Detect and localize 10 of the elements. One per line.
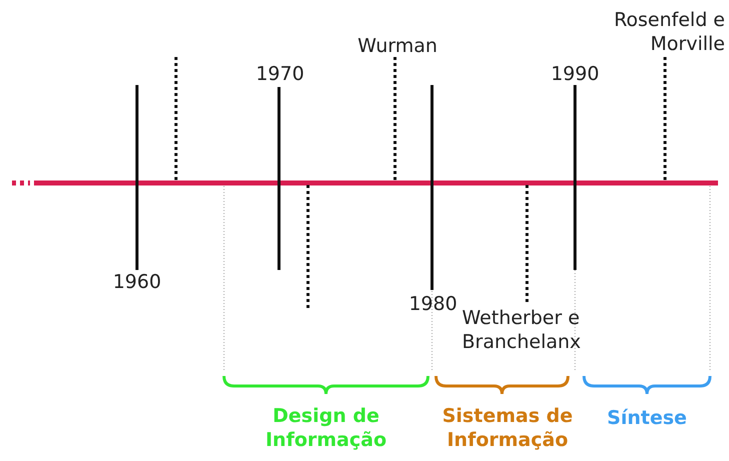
event-label: Rosenfeld e Morville [612,8,725,56]
year-label: 1960 [112,270,162,294]
period-label: Síntese [606,406,688,430]
year-label: 1970 [254,62,306,86]
year-label: 1980 [408,292,458,316]
period-label: Sistemas de Informação [441,404,574,452]
period-label: Design de Informação [264,404,388,452]
event-label: Wurman [356,34,438,58]
event-label: Wetherber e Branchelanx [462,306,582,354]
year-label: 1990 [550,62,600,86]
